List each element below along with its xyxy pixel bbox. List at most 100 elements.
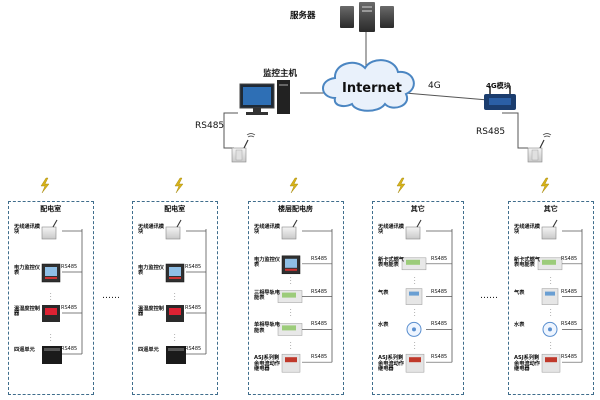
- device-label: 气表: [514, 289, 525, 296]
- more-devices-dots: ···: [550, 274, 552, 287]
- rs485-tag: RS485: [185, 264, 202, 270]
- more-devices-dots: ···: [50, 291, 52, 303]
- device-label: 电力监控仪表: [138, 265, 164, 277]
- wireless-module-icon: [527, 133, 552, 163]
- device-label: 新卡式燃气表电能表: [514, 256, 540, 269]
- device-label: 温湿度控制器: [14, 306, 40, 318]
- rs485-tag: RS485: [185, 305, 202, 311]
- rs485-tag: RS485: [561, 288, 578, 295]
- more-devices-dots: ···: [550, 340, 552, 353]
- rs485-tag: RS485: [61, 305, 78, 311]
- device-label: 单相导轨电能表: [254, 322, 280, 334]
- more-devices-dots: ···: [290, 340, 292, 353]
- panel-title: 配电室: [40, 205, 62, 213]
- remote-unit-icon: [42, 346, 62, 364]
- server-rack-icon: [340, 2, 394, 32]
- device-label: 水表: [514, 322, 525, 329]
- temp-humidity-controller-icon: [42, 305, 60, 322]
- rs485-tag: RS485: [431, 354, 448, 361]
- more-devices-dots: ···: [174, 332, 176, 344]
- device-label: 电力监控仪表: [254, 256, 280, 269]
- wireless-module-icon: [165, 219, 182, 240]
- device-label: ASJ系列剩余电流动作继电器: [378, 355, 404, 373]
- residual-current-relay-icon: [281, 353, 301, 373]
- device-label: ASJ系列剩余电流动作继电器: [254, 355, 280, 373]
- more-devices-dots: ···: [414, 340, 416, 353]
- wireless-module-icon: [231, 133, 256, 163]
- device-label: 无线通讯模块: [378, 224, 404, 236]
- rs485-tag: RS485: [431, 288, 448, 295]
- rs485-tag: RS485: [185, 346, 202, 352]
- rs485-tag: RS485: [561, 255, 578, 262]
- rs485-tag: RS485: [61, 264, 78, 270]
- more-devices-dots: ···: [174, 291, 176, 303]
- device-panel: [8, 201, 94, 395]
- device-label: 四遥单元: [138, 347, 159, 353]
- panel-title: 其它: [410, 205, 425, 213]
- 4g-module-label: 4G模块: [486, 82, 511, 90]
- more-devices-dots: ···: [414, 307, 416, 320]
- more-devices-dots: ···: [290, 307, 292, 320]
- power-meter-icon: [281, 255, 301, 275]
- ellipsis-left: ……: [102, 291, 120, 301]
- power-meter-icon: [41, 263, 61, 283]
- rs485-tag: RS485: [311, 321, 328, 328]
- water-meter-icon: [406, 321, 422, 337]
- rs485-4g-label: RS485: [476, 127, 506, 137]
- server-label: 服务器: [290, 11, 316, 21]
- wireless-module-icon: [405, 219, 422, 240]
- panel-title: 配电室: [164, 205, 186, 213]
- temp-humidity-controller-icon: [166, 305, 184, 322]
- device-label: 无线通讯模块: [14, 224, 40, 236]
- device-panel: [132, 201, 218, 395]
- gas-meter-icon: [405, 288, 423, 305]
- power-meter-icon: [165, 263, 185, 283]
- device-label: 四遥单元: [14, 347, 35, 353]
- panel-title: 楼层配电房: [278, 205, 313, 213]
- device-label: 无线通讯模块: [138, 224, 164, 236]
- wireless-signal-icon: [40, 177, 550, 194]
- rs485-tag: RS485: [311, 255, 328, 262]
- gas-meter-icon: [541, 288, 559, 305]
- device-label: 三相导轨电能表: [254, 289, 280, 302]
- remote-unit-icon: [166, 346, 186, 364]
- rs485-tag: RS485: [431, 255, 448, 262]
- device-label: 新卡式燃气表电能表: [378, 256, 404, 269]
- rs485-tag: RS485: [311, 354, 328, 361]
- rs485-tag: RS485: [561, 354, 578, 361]
- rs485-tag: RS485: [61, 346, 78, 352]
- device-panel: [508, 201, 594, 395]
- rs485-tag: RS485: [311, 288, 328, 295]
- device-label: 温湿度控制器: [138, 306, 164, 318]
- residual-current-relay-icon: [541, 353, 561, 373]
- internet-cloud-icon: [322, 59, 415, 112]
- panel-title: 其它: [543, 205, 558, 213]
- rs485-monitor-label: RS485: [195, 121, 225, 131]
- device-label: 无线通讯模块: [514, 224, 540, 236]
- wireless-module-icon: [41, 219, 58, 240]
- device-label: 水表: [378, 322, 389, 329]
- 4g-module-icon: [484, 86, 516, 110]
- device-label: ASJ系列剩余电流动作继电器: [514, 355, 540, 373]
- device-panel: [248, 201, 344, 395]
- monitor-host-label: 监控主机: [263, 69, 298, 79]
- residual-current-relay-icon: [405, 353, 425, 373]
- more-devices-dots: ···: [290, 274, 292, 287]
- rs485-tag: RS485: [431, 321, 448, 328]
- rs485-tag: RS485: [561, 321, 578, 328]
- more-devices-dots: ···: [414, 274, 416, 287]
- link-4g-label: 4G: [428, 81, 441, 91]
- device-panel: [372, 201, 464, 395]
- ellipsis-right: ……: [480, 291, 498, 301]
- more-devices-dots: ···: [550, 307, 552, 320]
- wireless-module-icon: [281, 219, 298, 240]
- internet-label: Internet: [342, 81, 402, 96]
- device-label: 电力监控仪表: [14, 265, 40, 277]
- device-label: 气表: [378, 289, 389, 296]
- more-devices-dots: ···: [50, 332, 52, 344]
- water-meter-icon: [542, 321, 558, 337]
- monitor-host-icon: [239, 80, 290, 115]
- device-label: 无线通讯模块: [254, 224, 280, 236]
- wireless-module-icon: [541, 219, 558, 240]
